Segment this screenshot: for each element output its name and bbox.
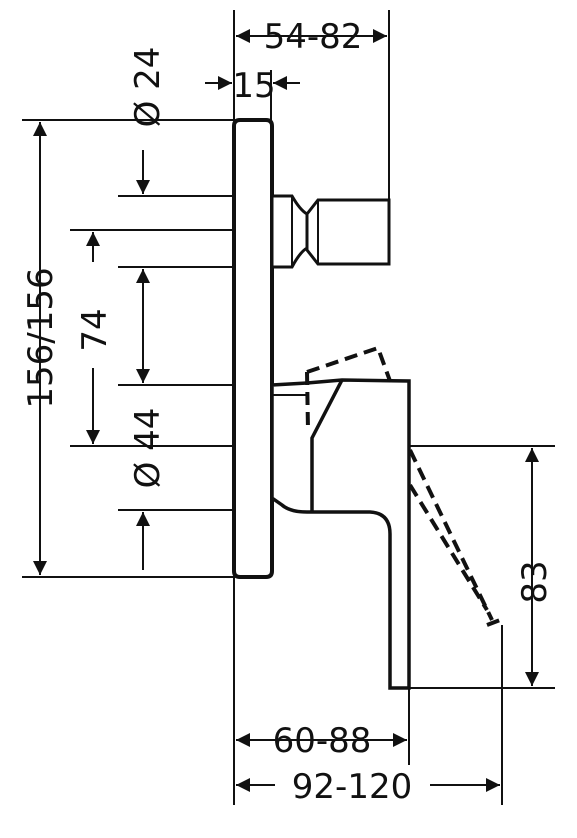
label-total-height: 156/156 <box>21 267 61 408</box>
mixer-lever <box>270 378 411 690</box>
label-spacing: 74 <box>75 308 115 351</box>
dimension-labels: 54-82 15 Ø 24 156/156 74 Ø 44 83 60-88 9… <box>21 17 555 807</box>
lever-alt-position <box>305 345 501 627</box>
label-top-width: 54-82 <box>264 17 363 57</box>
label-lever-reach: 60-88 <box>273 721 372 761</box>
wall-plate <box>232 118 274 579</box>
extension-lines <box>22 10 555 805</box>
dimension-lines <box>33 29 539 792</box>
label-dia44: Ø 44 <box>128 408 168 489</box>
label-lever-drop: 83 <box>515 560 555 603</box>
label-total-reach: 92-120 <box>292 767 412 807</box>
diverter-knob <box>270 194 391 269</box>
label-dia24: Ø 24 <box>128 47 168 128</box>
label-plate-offset: 15 <box>232 66 275 106</box>
